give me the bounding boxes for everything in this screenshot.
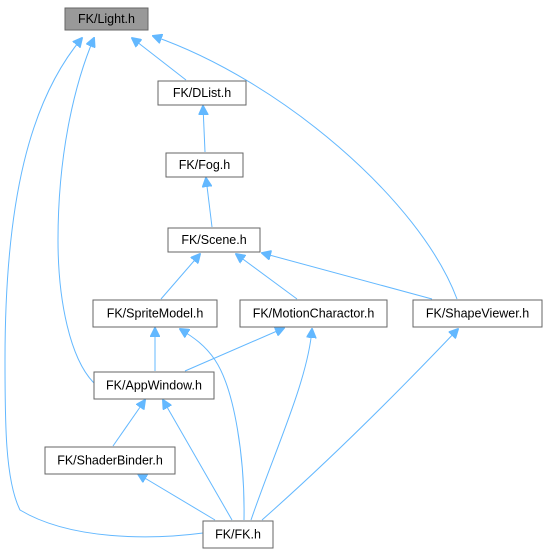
- node-label: FK/Light.h: [78, 12, 135, 26]
- edge-fk-to-light: [4, 38, 204, 538]
- dependency-edges: [4, 36, 458, 538]
- edge-shaderbinder-to-appwindow: [112, 400, 145, 447]
- node-fk-h[interactable]: FK/FK.h: [202, 520, 274, 549]
- node-label: FK/ShapeViewer.h: [426, 307, 529, 321]
- edge-fog-to-dlist: [203, 106, 205, 153]
- edge-scene-to-fog: [206, 178, 213, 228]
- node-appwindow-h[interactable]: FK/AppWindow.h: [93, 371, 215, 400]
- edge-fk-to-motioncharactor: [250, 329, 312, 521]
- edge-appwindow-to-light: [57, 38, 95, 385]
- node-scene-h[interactable]: FK/Scene.h: [167, 227, 261, 253]
- node-dlist-h[interactable]: FK/DList.h: [157, 80, 247, 106]
- node-light-h[interactable]: FK/Light.h: [64, 7, 149, 31]
- node-label: FK/DList.h: [173, 86, 231, 100]
- node-fog-h[interactable]: FK/Fog.h: [165, 152, 244, 178]
- node-label: FK/ShaderBinder.h: [57, 454, 163, 468]
- edge-shapeviewer-to-light: [153, 36, 458, 300]
- node-shaderbinder-h[interactable]: FK/ShaderBinder.h: [44, 446, 176, 475]
- edge-fk-to-shapeviewer: [261, 329, 458, 521]
- node-motioncharactor-h[interactable]: FK/MotionCharactor.h: [239, 299, 388, 328]
- node-label: FK/AppWindow.h: [106, 379, 202, 393]
- header-nodes: FK/Light.h FK/DList.h FK/Fog.h FK/Scene.…: [44, 7, 543, 549]
- node-label: FK/MotionCharactor.h: [253, 307, 375, 321]
- edge-fk-to-appwindow: [163, 400, 233, 521]
- edge-fk-to-spritemodel: [180, 329, 245, 521]
- edge-shapeviewer-to-scene: [262, 253, 433, 300]
- node-label: FK/FK.h: [215, 528, 261, 542]
- edge-fk-to-shaderbinder: [138, 474, 216, 521]
- edge-dlist-to-light: [132, 38, 187, 81]
- node-spritemodel-h[interactable]: FK/SpriteModel.h: [92, 299, 218, 328]
- node-label: FK/Scene.h: [181, 233, 246, 247]
- edge-appwindow-to-motioncharactor: [184, 328, 284, 372]
- node-shapeviewer-h[interactable]: FK/ShapeViewer.h: [412, 299, 543, 328]
- edge-spritemodel-to-scene: [160, 254, 200, 300]
- edge-motioncharactor-to-scene: [236, 254, 298, 300]
- node-label: FK/SpriteModel.h: [107, 307, 204, 321]
- node-label: FK/Fog.h: [179, 158, 230, 172]
